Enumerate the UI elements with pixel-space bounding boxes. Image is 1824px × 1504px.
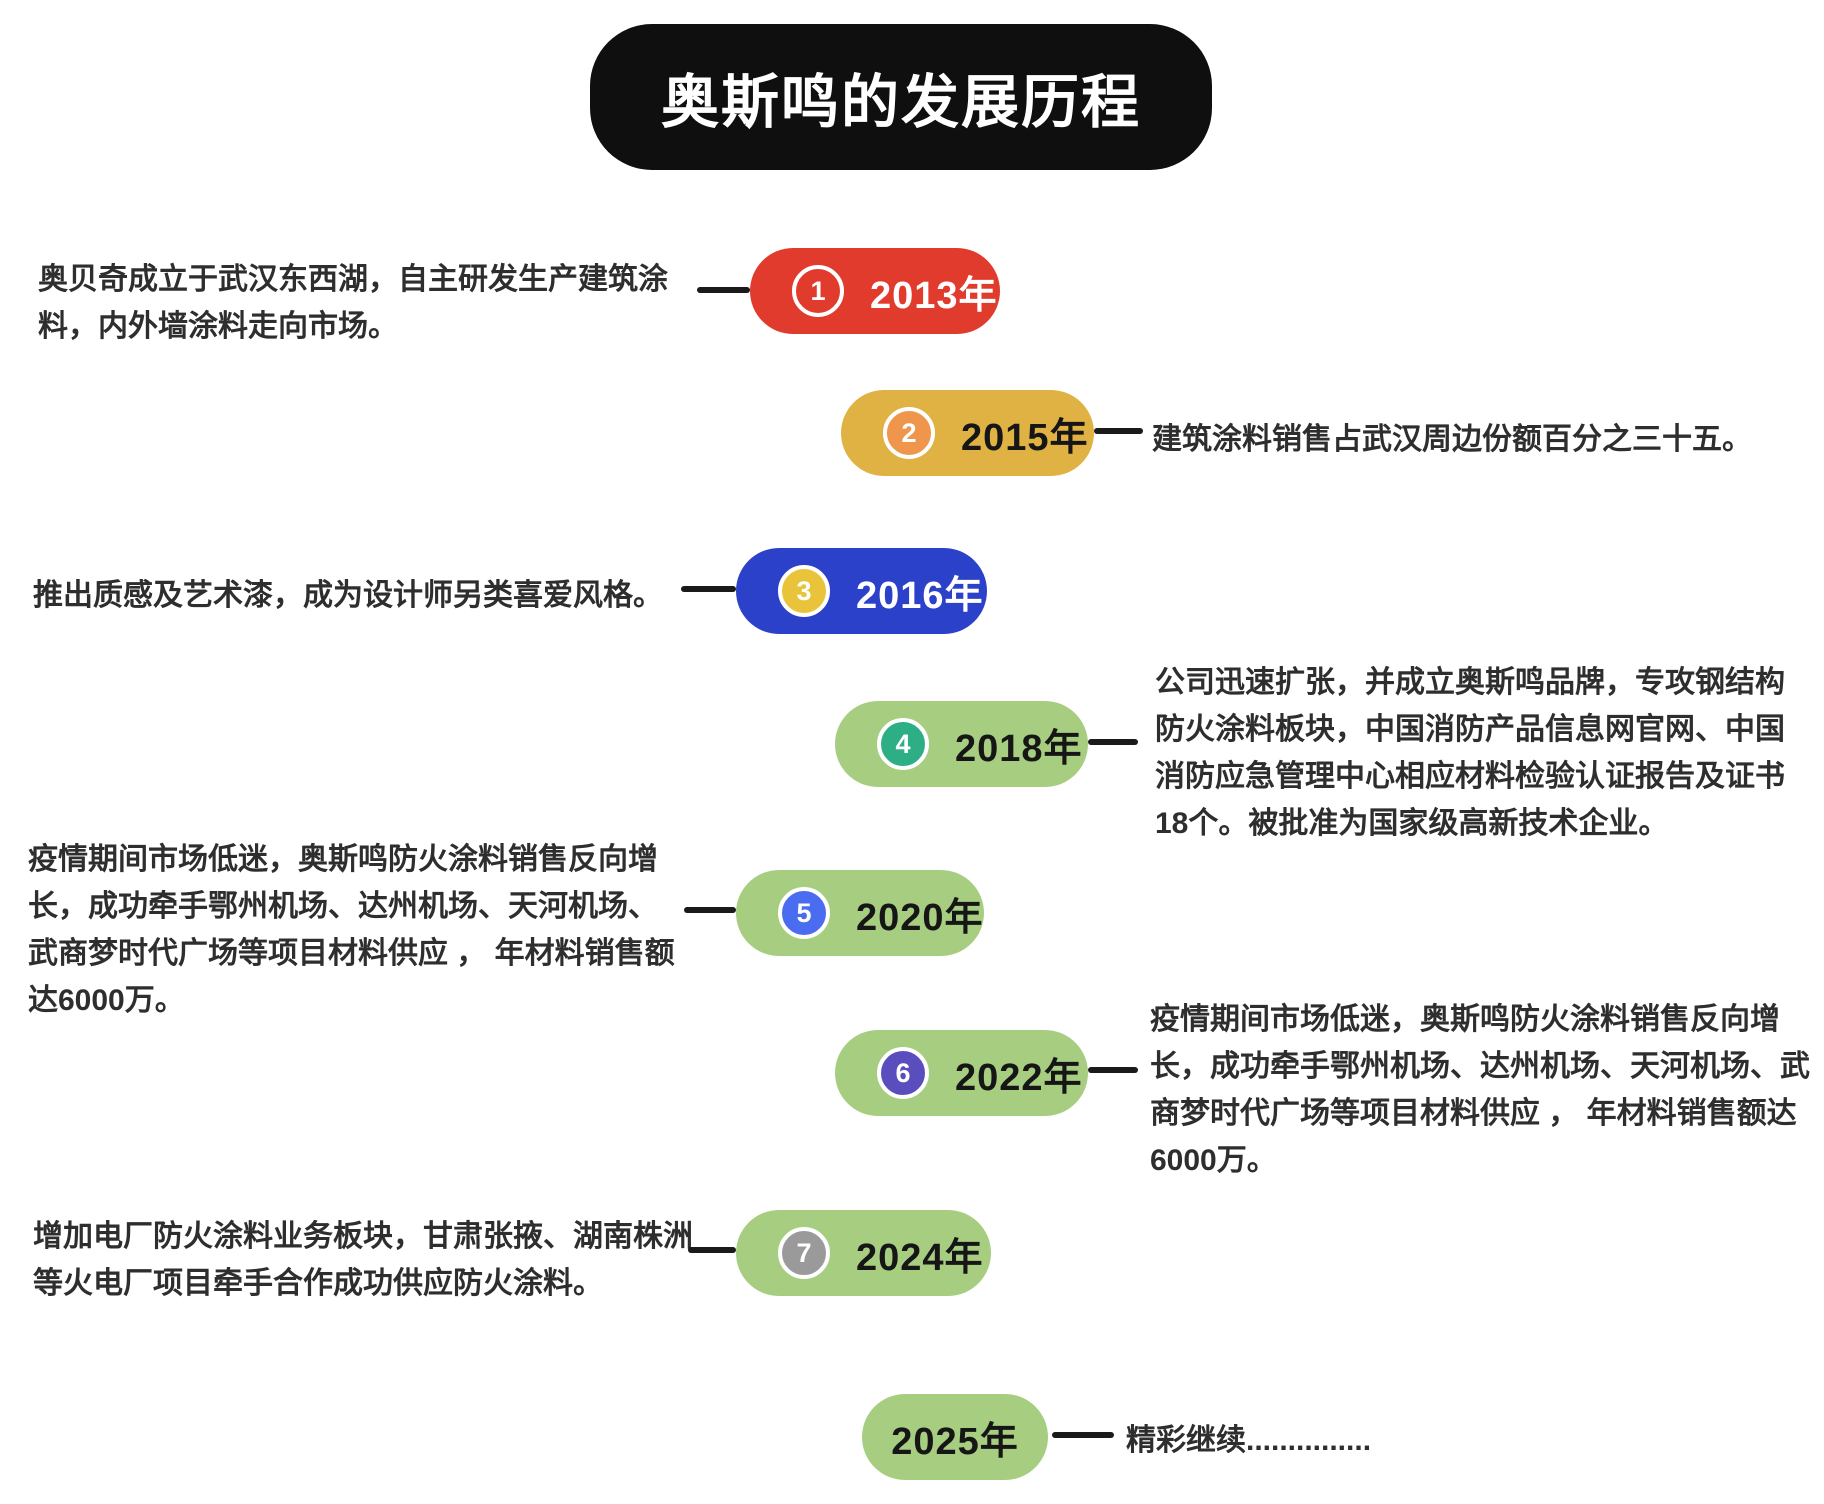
connector-line: [681, 586, 736, 592]
year-pill-2013: 1 2013年: [750, 248, 1000, 334]
year-label-2015: 2015年: [961, 416, 1089, 459]
year-label-2013: 2013年: [870, 274, 998, 317]
milestone-text-2015: 建筑涂料销售占武汉周边份额百分之三十五。: [1152, 423, 1752, 456]
step-badge-2: 2: [883, 407, 935, 459]
year-label-2016: 2016年: [856, 574, 984, 617]
milestone-text-2024: 增加电厂防火涂料业务板块，甘肃张掖、湖南株洲等火电厂项目牵手合作成功供应防火涂料…: [33, 1220, 693, 1300]
year-label-2020: 2020年: [856, 896, 984, 939]
step-badge-3: 3: [778, 565, 830, 617]
year-label-2022: 2022年: [955, 1056, 1083, 1099]
connector-line: [1088, 1067, 1138, 1073]
step-badge-6: 6: [877, 1047, 929, 1099]
year-label-2025: 2025年: [891, 1420, 1019, 1463]
step-badge-5: 5: [778, 887, 830, 939]
step-badge-4: 4: [877, 718, 929, 770]
year-label-2024: 2024年: [856, 1236, 984, 1279]
milestone-text-2018: 公司迅速扩张，并成立奥斯鸣品牌，专攻钢结构防火涂料板块，中国消防产品信息网官网、…: [1155, 666, 1785, 840]
year-pill-2020: 5 2020年: [736, 870, 984, 956]
year-label-2018: 2018年: [955, 727, 1083, 770]
connector-line: [684, 907, 736, 913]
milestone-text-2013: 奥贝奇成立于武汉东西湖，自主研发生产建筑涂料，内外墙涂料走向市场。: [38, 263, 668, 343]
connector-line: [1088, 739, 1138, 745]
milestone-text-2022: 疫情期间市场低迷，奥斯鸣防火涂料销售反向增长，成功牵手鄂州机场、达州机场、天河机…: [1150, 1003, 1810, 1177]
step-badge-7: 7: [778, 1227, 830, 1279]
connector-line: [1052, 1432, 1114, 1438]
connector-line: [1094, 428, 1143, 434]
milestone-text-2016: 推出质感及艺术漆，成为设计师另类喜爱风格。: [33, 579, 663, 612]
year-pill-2016: 3 2016年: [736, 548, 987, 634]
milestone-text-2025: 精彩继续...............: [1126, 1424, 1372, 1457]
connector-line: [697, 287, 750, 293]
year-pill-2018: 4 2018年: [835, 701, 1088, 787]
year-pill-2022: 6 2022年: [835, 1030, 1088, 1116]
year-pill-2015: 2 2015年: [841, 390, 1094, 476]
connector-line: [688, 1247, 736, 1253]
step-badge-1: 1: [792, 265, 844, 317]
page-title: 奥斯鸣的发展历程: [590, 24, 1212, 170]
year-pill-2025: 2025年: [862, 1394, 1048, 1480]
year-pill-2024: 7 2024年: [736, 1210, 991, 1296]
milestone-text-2020: 疫情期间市场低迷，奥斯鸣防火涂料销售反向增长，成功牵手鄂州机场、达州机场、天河机…: [28, 843, 675, 1017]
